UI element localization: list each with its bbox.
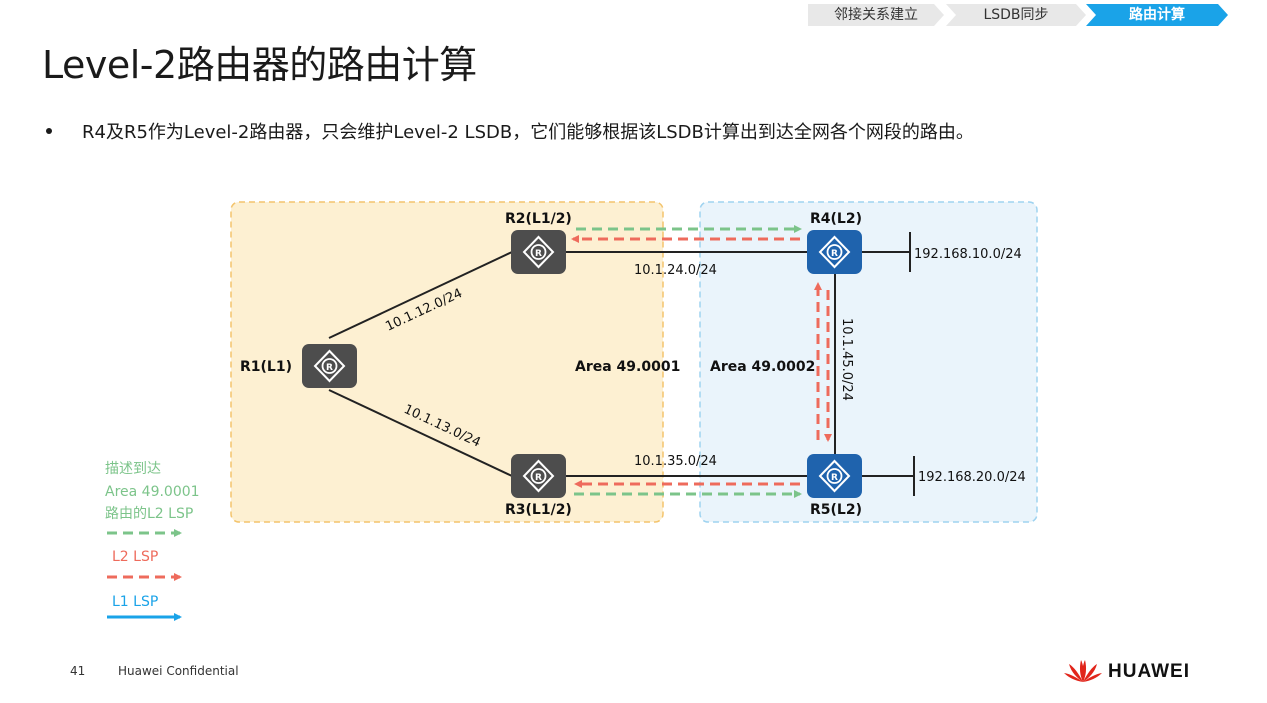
link-r3-r5-label: 10.1.35.0/24: [634, 454, 717, 469]
router-r5-label: R5(L2): [810, 502, 862, 518]
link-r1-r2: [328, 251, 513, 339]
svg-text:R: R: [326, 363, 333, 373]
router-r2-label: R2(L1/2): [505, 211, 572, 227]
svg-text:R: R: [831, 473, 838, 483]
router-r1-label: R1(L1): [240, 359, 292, 375]
legend-green-line1: 描述到达: [105, 461, 161, 477]
link-r1-r3: [328, 389, 513, 477]
area-49-0002-region: [699, 201, 1038, 523]
legend-red-label: L2 LSP: [112, 549, 158, 565]
bullet-dot: [46, 128, 52, 134]
bullet-text: R4及R5作为Level-2路由器，只会维护Level-2 LSDB，它们能够根…: [82, 122, 974, 143]
area-49-0001-label: Area 49.0001: [575, 359, 680, 375]
page-number: 41: [70, 664, 86, 678]
router-r1-icon[interactable]: R: [302, 344, 357, 388]
legend-green-line3: 路由的L2 LSP: [105, 506, 193, 522]
huawei-logo-icon: [1064, 660, 1102, 682]
router-r3-icon[interactable]: R: [511, 454, 566, 498]
confidential-label: Huawei Confidential: [118, 664, 239, 678]
stub-r5-label: 192.168.20.0/24: [918, 470, 1026, 485]
router-r4-label: R4(L2): [810, 211, 862, 227]
svg-text:R: R: [831, 249, 838, 259]
area-49-0001-region: [230, 201, 664, 523]
huawei-logo-text: HUAWEI: [1108, 661, 1190, 682]
page-title: Level-2路由器的路由计算: [42, 43, 477, 87]
link-r2-r4-label: 10.1.24.0/24: [634, 263, 717, 278]
legend-green-line2: Area 49.0001: [105, 484, 200, 500]
link-r4-r5-label: 10.1.45.0/24: [839, 318, 854, 401]
area-49-0002-label: Area 49.0002: [710, 359, 815, 375]
step-adjacency[interactable]: 邻接关系建立: [808, 4, 944, 26]
router-r3-label: R3(L1/2): [505, 502, 572, 518]
step-route-calculation[interactable]: 路由计算: [1086, 4, 1228, 26]
svg-text:R: R: [535, 473, 542, 483]
svg-text:R: R: [535, 249, 542, 259]
router-r2-icon[interactable]: R: [511, 230, 566, 274]
router-r4-icon[interactable]: R: [807, 230, 862, 274]
router-r5-icon[interactable]: R: [807, 454, 862, 498]
step-lsdb-sync[interactable]: LSDB同步: [946, 4, 1086, 26]
stub-r4-label: 192.168.10.0/24: [914, 247, 1022, 262]
legend-blue-label: L1 LSP: [112, 594, 158, 610]
